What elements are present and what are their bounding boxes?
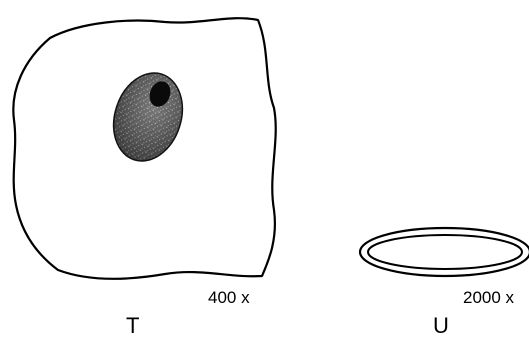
panel-t: 400 x T	[13, 18, 275, 338]
inner-ring	[368, 235, 522, 269]
magnification-t: 400 x	[208, 288, 250, 307]
magnification-u: 2000 x	[463, 288, 515, 307]
panel-u: 2000 x U	[360, 228, 529, 338]
panel-label-t: T	[126, 313, 139, 338]
panel-label-u: U	[433, 313, 449, 338]
nucleus	[103, 64, 194, 170]
